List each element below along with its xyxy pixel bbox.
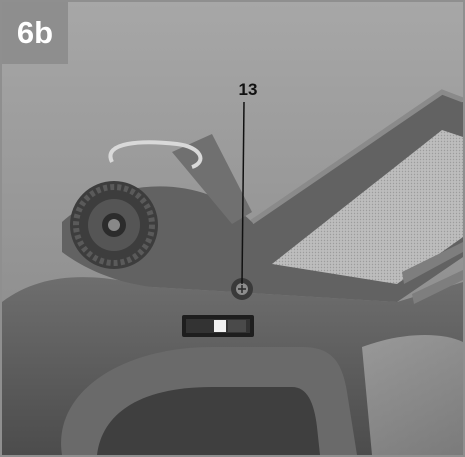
suspension-ring — [108, 140, 203, 169]
side-rib — [412, 270, 463, 304]
side-rib — [402, 242, 463, 284]
upper-body-edge — [250, 89, 463, 225]
figure-label: 6b — [2, 2, 68, 64]
front-fin — [172, 134, 252, 224]
adjustment-wheel — [70, 181, 158, 269]
grip-panel — [272, 130, 463, 284]
callout-number: 13 — [238, 80, 258, 99]
callout-leader — [241, 101, 245, 285]
screw-13 — [231, 278, 253, 300]
handle-opening — [97, 387, 320, 455]
lower-housing — [362, 335, 463, 455]
slide-switch — [182, 315, 254, 337]
